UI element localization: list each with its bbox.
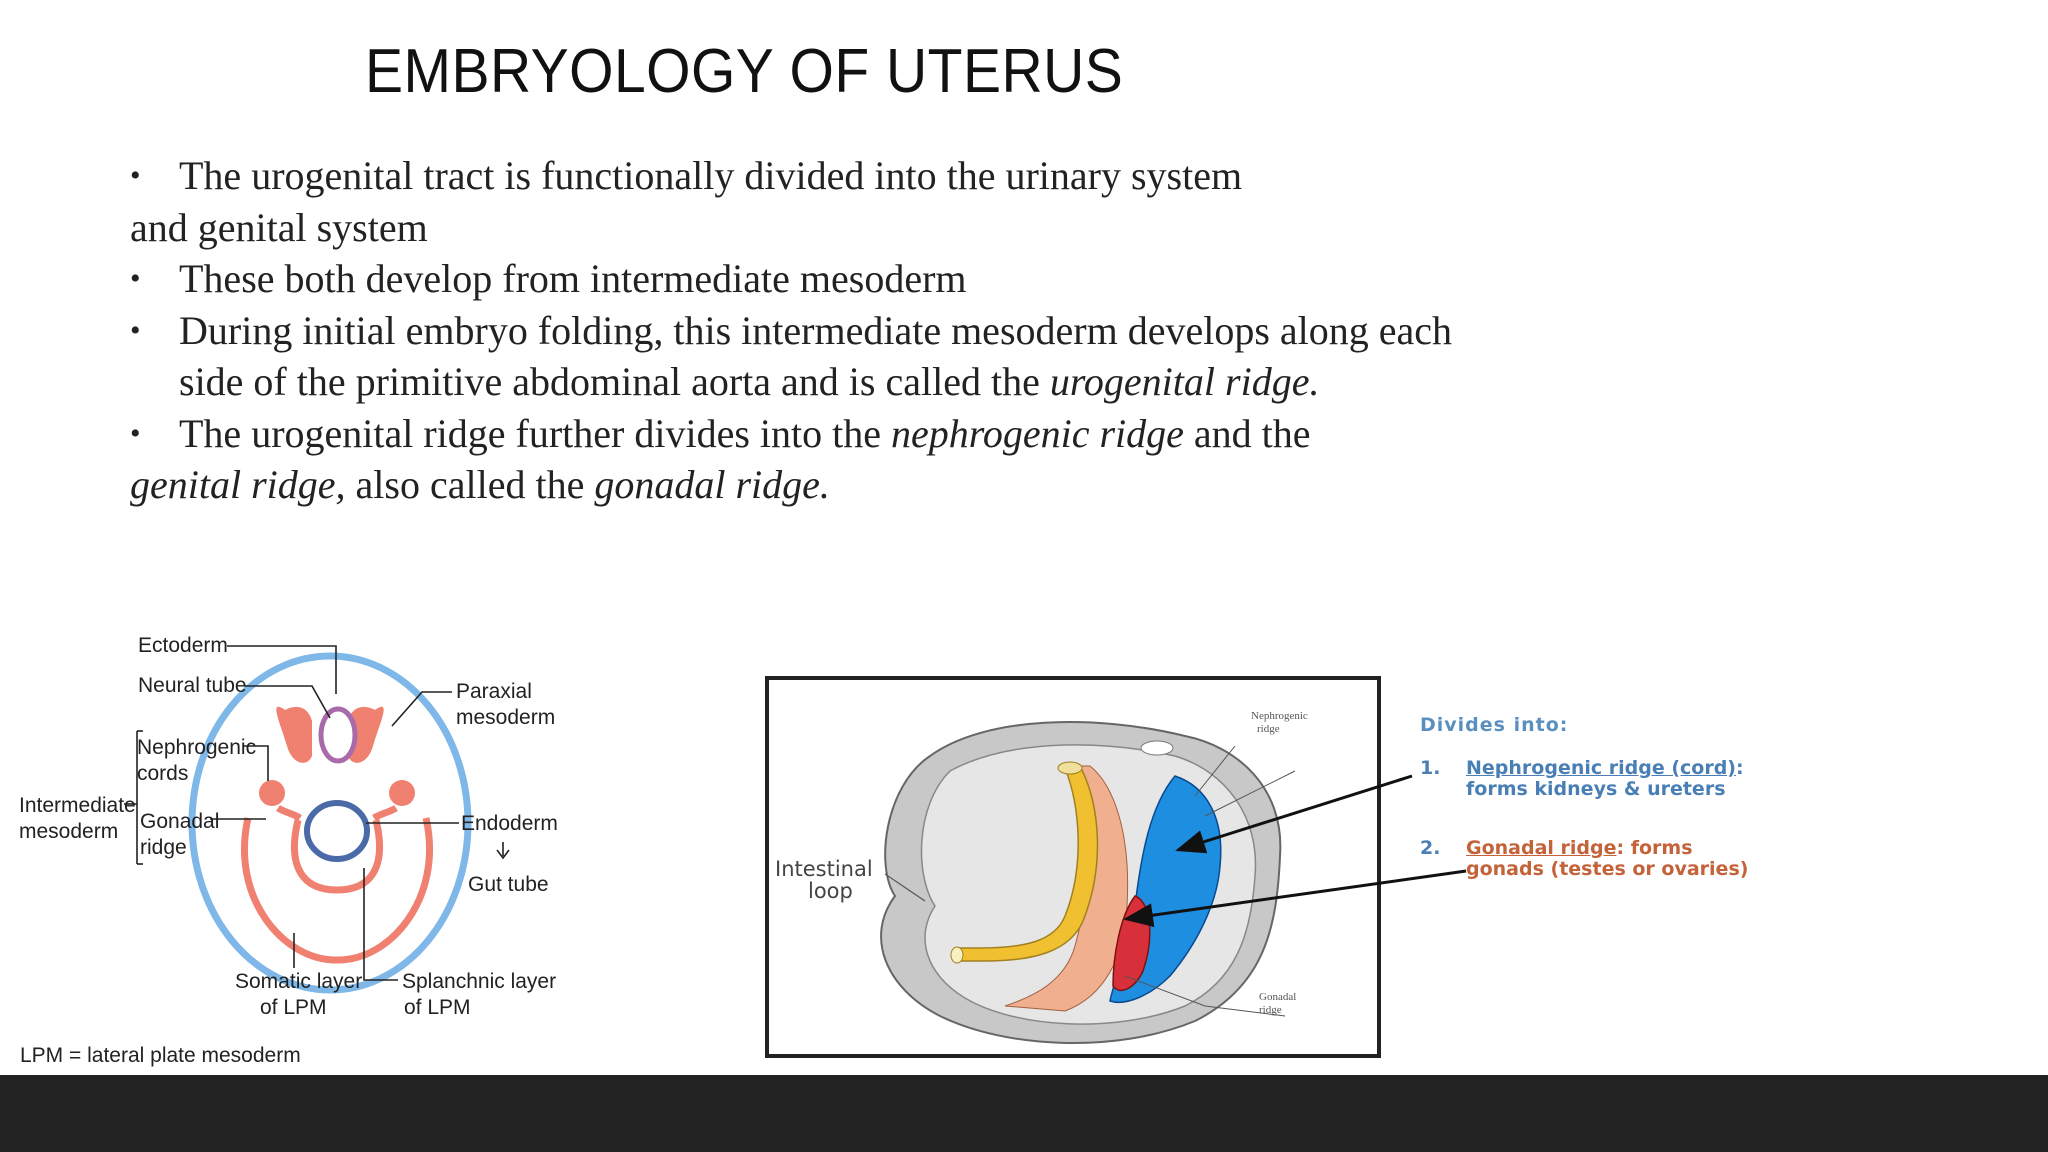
- item-2-number: 2.: [1420, 837, 1441, 859]
- label-gut-tube: Gut tube: [468, 873, 549, 896]
- label-splanchnic-1: Splanchnic layer: [402, 970, 556, 993]
- leader-lines: [124, 645, 510, 981]
- item-1-colon: :: [1735, 757, 1744, 779]
- duct-end: [950, 946, 964, 964]
- item-2-rest: : forms: [1616, 837, 1693, 859]
- divides-item-2: 2. Gonadal ridge: forms gonads (testes or…: [1420, 838, 1748, 880]
- footer-bar: [0, 1075, 2048, 1152]
- neural-tube-shape: [318, 706, 358, 764]
- duct-opening: [1057, 761, 1083, 775]
- paraxial-mesoderm-left: [276, 706, 312, 763]
- bullet-4-text-mid: also called the: [345, 462, 595, 507]
- somatic-layer: [240, 817, 434, 964]
- bullet-3-line-2: side of the primitive abdominal aorta an…: [130, 356, 1680, 408]
- arrow-to-nephrogenic: [1175, 774, 1413, 854]
- bullet-marker: •: [130, 159, 141, 192]
- small-label-nephrogenic-1: Nephrogenic: [1251, 710, 1308, 722]
- label-splanchnic-2: of LPM: [404, 996, 471, 1019]
- divides-item-1: 1. Nephrogenic ridge (cord): forms kidney…: [1420, 758, 1744, 800]
- bullet-marker: •: [130, 262, 141, 295]
- label-intermediate-1: Intermediate: [19, 794, 136, 817]
- arrow-to-gonadal: [1123, 869, 1467, 928]
- urogenital-ridge-term: urogenital ridge.: [1049, 359, 1320, 404]
- bullet-4-line-2: genital ridge, also called the gonadal r…: [130, 459, 1680, 511]
- embryo-cross-section-figure: Ectoderm Neural tube Paraxial mesoderm N…: [12, 618, 574, 1083]
- gonadal-ridge-term: gonadal ridge.: [594, 462, 830, 507]
- bullet-1-line-1: • The urogenital tract is functionally di…: [130, 150, 1680, 202]
- small-label-gonadal-2: ridge: [1259, 1004, 1282, 1016]
- bullet-4-text: The urogenital ridge further divides int…: [179, 410, 892, 456]
- small-label-gonadal-1: Gonadal: [1259, 991, 1296, 1003]
- label-gonadal-2: ridge: [140, 836, 187, 859]
- label-endoderm: Endoderm: [461, 812, 558, 835]
- label-intestinal-1: Intestinal: [775, 857, 873, 881]
- label-gonadal-1: Gonadal: [140, 810, 219, 833]
- small-label-nephrogenic-2: ridge: [1257, 723, 1280, 735]
- item-1-number: 1.: [1420, 757, 1441, 779]
- label-paraxial-1: Paraxial: [456, 680, 532, 703]
- label-lpm-note: LPM = lateral plate mesoderm: [20, 1044, 301, 1067]
- bullet-2-text: These both develop from intermediate mes…: [179, 256, 967, 301]
- bullet-2: • These both develop from intermediate me…: [130, 253, 1680, 305]
- gut-tube-shape: [304, 800, 370, 862]
- bullet-1-line-2: and genital system: [130, 204, 428, 250]
- label-nephrogenic-2: cords: [137, 762, 188, 785]
- label-somatic-2: of LPM: [260, 996, 327, 1019]
- bullet-3-text-2: side of the primitive abdominal aorta an…: [179, 359, 1050, 404]
- bullet-1-text: The urogenital tract is functionally div…: [179, 153, 1243, 198]
- divides-heading: Divides into:: [1420, 714, 1569, 736]
- nephrogenic-ridge-link: Nephrogenic ridge (cord): [1466, 757, 1736, 779]
- bullet-marker: •: [130, 416, 141, 450]
- label-ectoderm: Ectoderm: [138, 634, 228, 657]
- ectoderm-layer: [188, 652, 472, 994]
- splanchnic-layer: [291, 819, 383, 894]
- bullet-3-line-1: • During initial embryo folding, this int…: [130, 305, 1680, 357]
- label-nephrogenic-1: Nephrogenic: [137, 736, 256, 759]
- nephrogenic-cord-right: [389, 780, 415, 806]
- nephrogenic-ridge-term: nephrogenic ridge: [891, 410, 1184, 456]
- label-paraxial-2: mesoderm: [456, 706, 555, 729]
- label-intestinal-2: loop: [808, 879, 853, 903]
- genital-ridge-term: genital ridge,: [130, 462, 346, 507]
- paraxial-mesoderm-right: [348, 706, 384, 763]
- cross-section-diagram: Ectoderm Neural tube Paraxial mesoderm N…: [19, 634, 558, 1067]
- label-neural-tube: Neural tube: [138, 674, 247, 697]
- bullet-3-text: During initial embryo folding, this inte…: [179, 307, 1453, 353]
- slide-title: EMBRYOLOGY OF UTERUS: [365, 37, 1124, 106]
- bullet-marker: •: [130, 313, 141, 347]
- item-1-description: forms kidneys & ureters: [1466, 778, 1726, 800]
- item-2-description: gonads (testes or ovaries): [1466, 858, 1749, 880]
- bullet-4-line-1: • The urogenital ridge further divides in…: [130, 408, 1680, 460]
- gonadal-ridge-link: Gonadal ridge: [1466, 837, 1617, 859]
- bullet-4-text-end: and the: [1183, 410, 1311, 456]
- divides-into-panel: Divides into: 1. Nephrogenic ridge (cord)…: [1420, 714, 1880, 880]
- label-intermediate-2: mesoderm: [19, 820, 118, 843]
- bullet-list: • The urogenital tract is functionally di…: [130, 150, 1680, 511]
- aorta-opening: [1140, 740, 1174, 756]
- nephrogenic-cord-left: [259, 780, 285, 806]
- label-somatic-1: Somatic layer: [235, 970, 362, 993]
